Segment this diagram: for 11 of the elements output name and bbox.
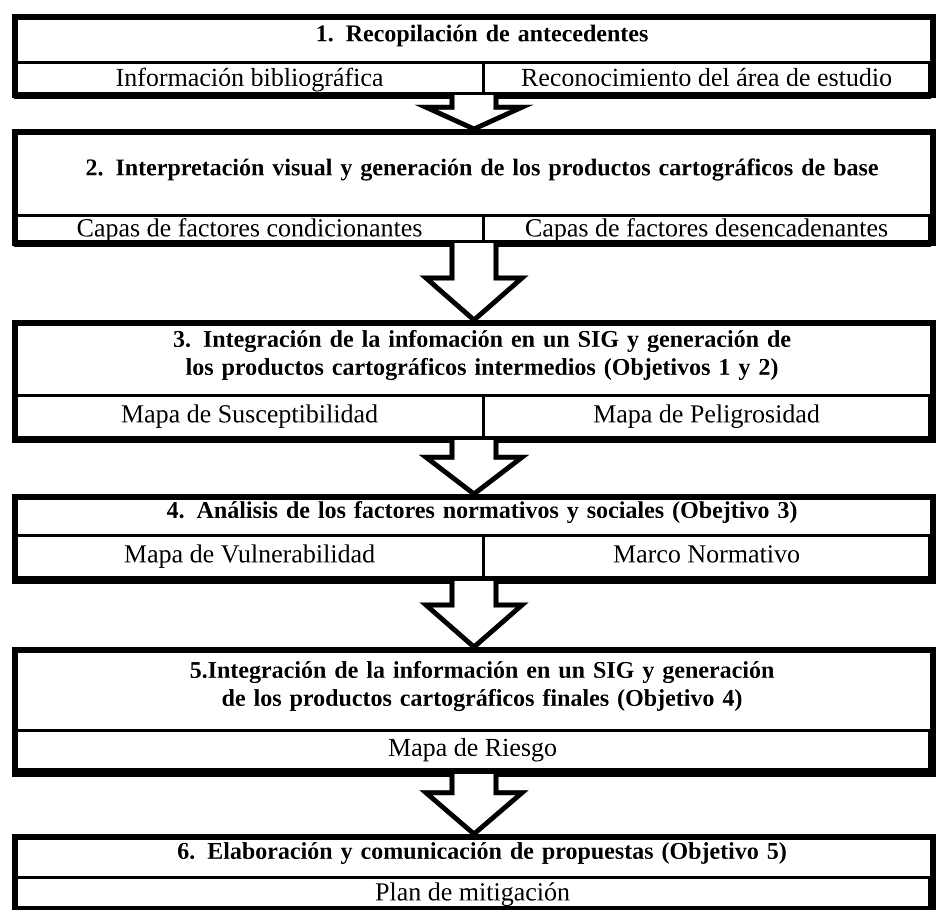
sub-box: Mapa de Vulnerabilidad <box>14 534 485 579</box>
sub-box: Mapa de Peligrosidad <box>482 394 932 439</box>
sub-box: Mapa de Riesgo <box>14 729 932 771</box>
block-arrow <box>414 92 534 132</box>
sub-box: Capas de factores condicionantes <box>14 214 485 247</box>
sub-box: Reconocimiento del área de estudio <box>482 61 932 99</box>
sub-box: Capas de factores desencadenantes <box>482 214 932 247</box>
sub-box: Información bibliográfica <box>14 61 485 99</box>
sub-box: Marco Normativo <box>482 534 932 579</box>
sub-box: Mapa de Susceptibilidad <box>14 394 485 439</box>
sub-box: Plan de mitigación <box>14 876 932 910</box>
